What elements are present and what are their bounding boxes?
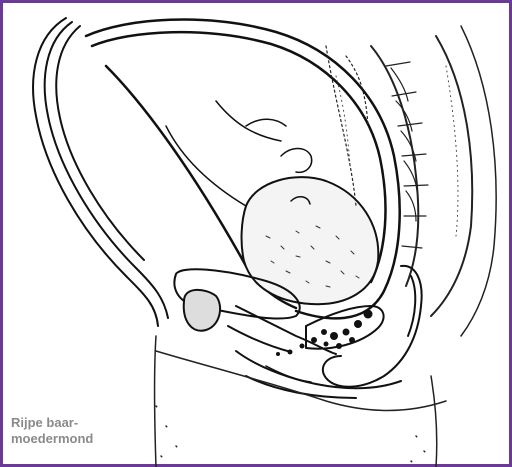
caption-line-1: Rijpe baar- bbox=[11, 415, 93, 431]
abdominal-wall bbox=[33, 18, 168, 326]
cervix-region bbox=[276, 306, 384, 356]
pelvic-cross-section-illustration bbox=[6, 6, 512, 467]
caption-line-2: moedermond bbox=[11, 431, 93, 447]
thigh-outline bbox=[155, 336, 447, 467]
caption-label: Rijpe baar- moedermond bbox=[11, 415, 93, 447]
